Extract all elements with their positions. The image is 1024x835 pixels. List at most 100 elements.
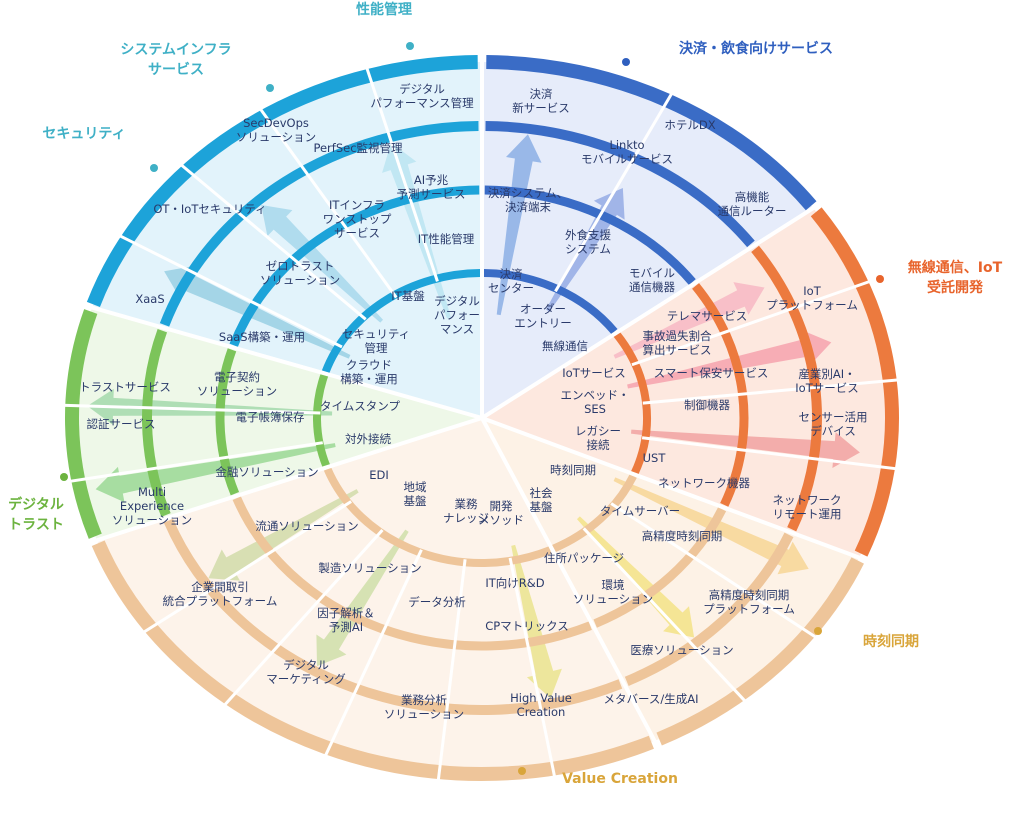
item-distribution: 流通ソリューション: [255, 519, 358, 533]
item-line: ソリューション: [384, 707, 464, 721]
ring-iot: [692, 283, 749, 507]
item-line: クラウド: [346, 358, 392, 372]
item-data-analysis: データ分析: [408, 595, 466, 609]
category-labels: 性能管理システムインフラサービスセキュリティ決済・飲食向けサービス無線通信、Io…: [8, 1, 1002, 787]
divider: [582, 527, 748, 704]
item-line: セキュリティ: [342, 327, 410, 341]
item-edi: EDI: [369, 468, 389, 482]
divider: [62, 403, 321, 415]
leader-dot: [814, 627, 822, 635]
category-label-sysinf: システムインフラサービス: [120, 42, 231, 78]
item-digital-mkt: デジタルマーケティング: [266, 658, 346, 686]
category-line: 性能管理: [356, 1, 412, 18]
item-ot-iot-sec: OT・IoTセキュリティ: [153, 202, 266, 216]
divider: [610, 502, 819, 640]
category-line: Value Creation: [562, 771, 678, 787]
item-mfg: 製造ソリューション: [318, 561, 421, 575]
item-line: 高機能: [735, 190, 770, 204]
item-line: 企業間取引: [191, 580, 249, 594]
ring-trust: [313, 373, 331, 468]
item-pay-center: 決済センター: [488, 267, 534, 295]
major-divider: [480, 200, 825, 420]
item-medical: 医療ソリューション: [630, 643, 733, 657]
item-digital-perf-mgmt: デジタルパフォーマンス管理: [370, 82, 474, 110]
item-line: 時刻同期: [550, 463, 596, 477]
item-line: システム: [565, 242, 611, 256]
item-e-contract: 電子契約ソリューション: [197, 370, 277, 398]
item-hotel-dx: ホテルDX: [664, 118, 715, 132]
item-line: CPマトリックス: [485, 619, 569, 633]
item-line: パフォーマンス管理: [370, 96, 474, 110]
item-line: 基盤: [530, 500, 553, 514]
ring-trust: [215, 348, 240, 496]
item-biz-knowledge: 業務ナレッジ: [443, 497, 489, 525]
item-line: トラストサービス: [79, 380, 171, 394]
category-label-trust: デジタルトラスト: [8, 496, 64, 533]
item-line: 構築・運用: [340, 372, 398, 386]
ring-value: [91, 540, 654, 781]
item-line: デバイス: [810, 424, 856, 438]
item-line: 統合プラットフォーム: [163, 594, 278, 608]
item-line: 予測AI: [329, 620, 363, 634]
item-line: ソリューション: [573, 592, 653, 606]
growth-arrow: [87, 388, 333, 425]
item-time-server: タイムサーバー: [600, 504, 680, 518]
item-router: 高機能通信ルーター: [718, 190, 787, 218]
item-line: High Value: [510, 691, 572, 705]
item-smart-maint: スマート保安サービス: [654, 366, 769, 380]
item-telema: テレマサービス: [667, 309, 748, 323]
item-line: スマート保安サービス: [654, 366, 769, 380]
item-line: 決済: [500, 267, 523, 281]
item-zero-trust: ゼロトラストソリューション: [260, 259, 340, 287]
item-line: サービス: [334, 226, 380, 240]
item-sensor: センサー活用デバイス: [799, 410, 868, 438]
item-line: 無線通信: [542, 339, 588, 353]
item-e-ledger: 電子帳簿保存: [236, 410, 305, 424]
item-line: プラットフォーム: [766, 298, 858, 312]
divider: [258, 106, 398, 299]
divider: [141, 500, 352, 635]
item-cloud: クラウド構築・運用: [340, 358, 398, 386]
item-line: 業務: [455, 497, 478, 511]
item-line: センター: [488, 281, 534, 295]
item-line: 産業別AI・: [798, 367, 855, 381]
divider: [631, 279, 872, 367]
item-line: プラットフォーム: [703, 602, 795, 616]
item-line: IoTサービス: [562, 366, 625, 380]
growth-arrow: [316, 529, 409, 667]
item-line: エントリー: [514, 316, 572, 330]
growth-arrow: [576, 516, 695, 638]
item-address: 住所パッケージ: [544, 551, 624, 565]
item-mobile-dev: モバイル通信機器: [629, 266, 675, 294]
category-line: デジタル: [8, 496, 64, 513]
category-label-perf: 性能管理: [356, 1, 412, 18]
item-line: XaaS: [135, 292, 164, 306]
growth-arrow: [164, 265, 351, 359]
item-ind-ai: 産業別AI・IoTサービス: [795, 367, 858, 395]
item-line: 金融ソリューション: [215, 465, 318, 479]
item-society: 社会基盤: [530, 486, 553, 514]
item-line: 住所パッケージ: [544, 551, 624, 565]
item-line: Linkto: [609, 138, 644, 152]
growth-arrow: [496, 134, 542, 316]
item-line: 通信ルーター: [718, 204, 787, 218]
item-line: ソリューション: [236, 130, 316, 144]
ring-trust: [142, 328, 171, 517]
item-net-dev: ネットワーク機器: [658, 476, 750, 490]
sector-dividers: [62, 50, 900, 783]
item-digital-perf: デジタルパフォーマンス: [434, 294, 480, 336]
leader-dot: [622, 58, 630, 66]
category-label-sync: 時刻同期: [863, 633, 919, 650]
item-line: 社会: [530, 486, 553, 500]
item-line: 通信機器: [629, 280, 675, 294]
item-line: 認証サービス: [87, 417, 156, 431]
item-line: 管理: [365, 341, 388, 355]
item-line: EDI: [369, 468, 389, 482]
item-line: 算出サービス: [643, 343, 712, 357]
ring-perf: [229, 185, 480, 347]
item-line: 流通ソリューション: [255, 519, 358, 533]
item-line: 接続: [587, 438, 610, 452]
item-line: 決済端末: [505, 200, 551, 214]
